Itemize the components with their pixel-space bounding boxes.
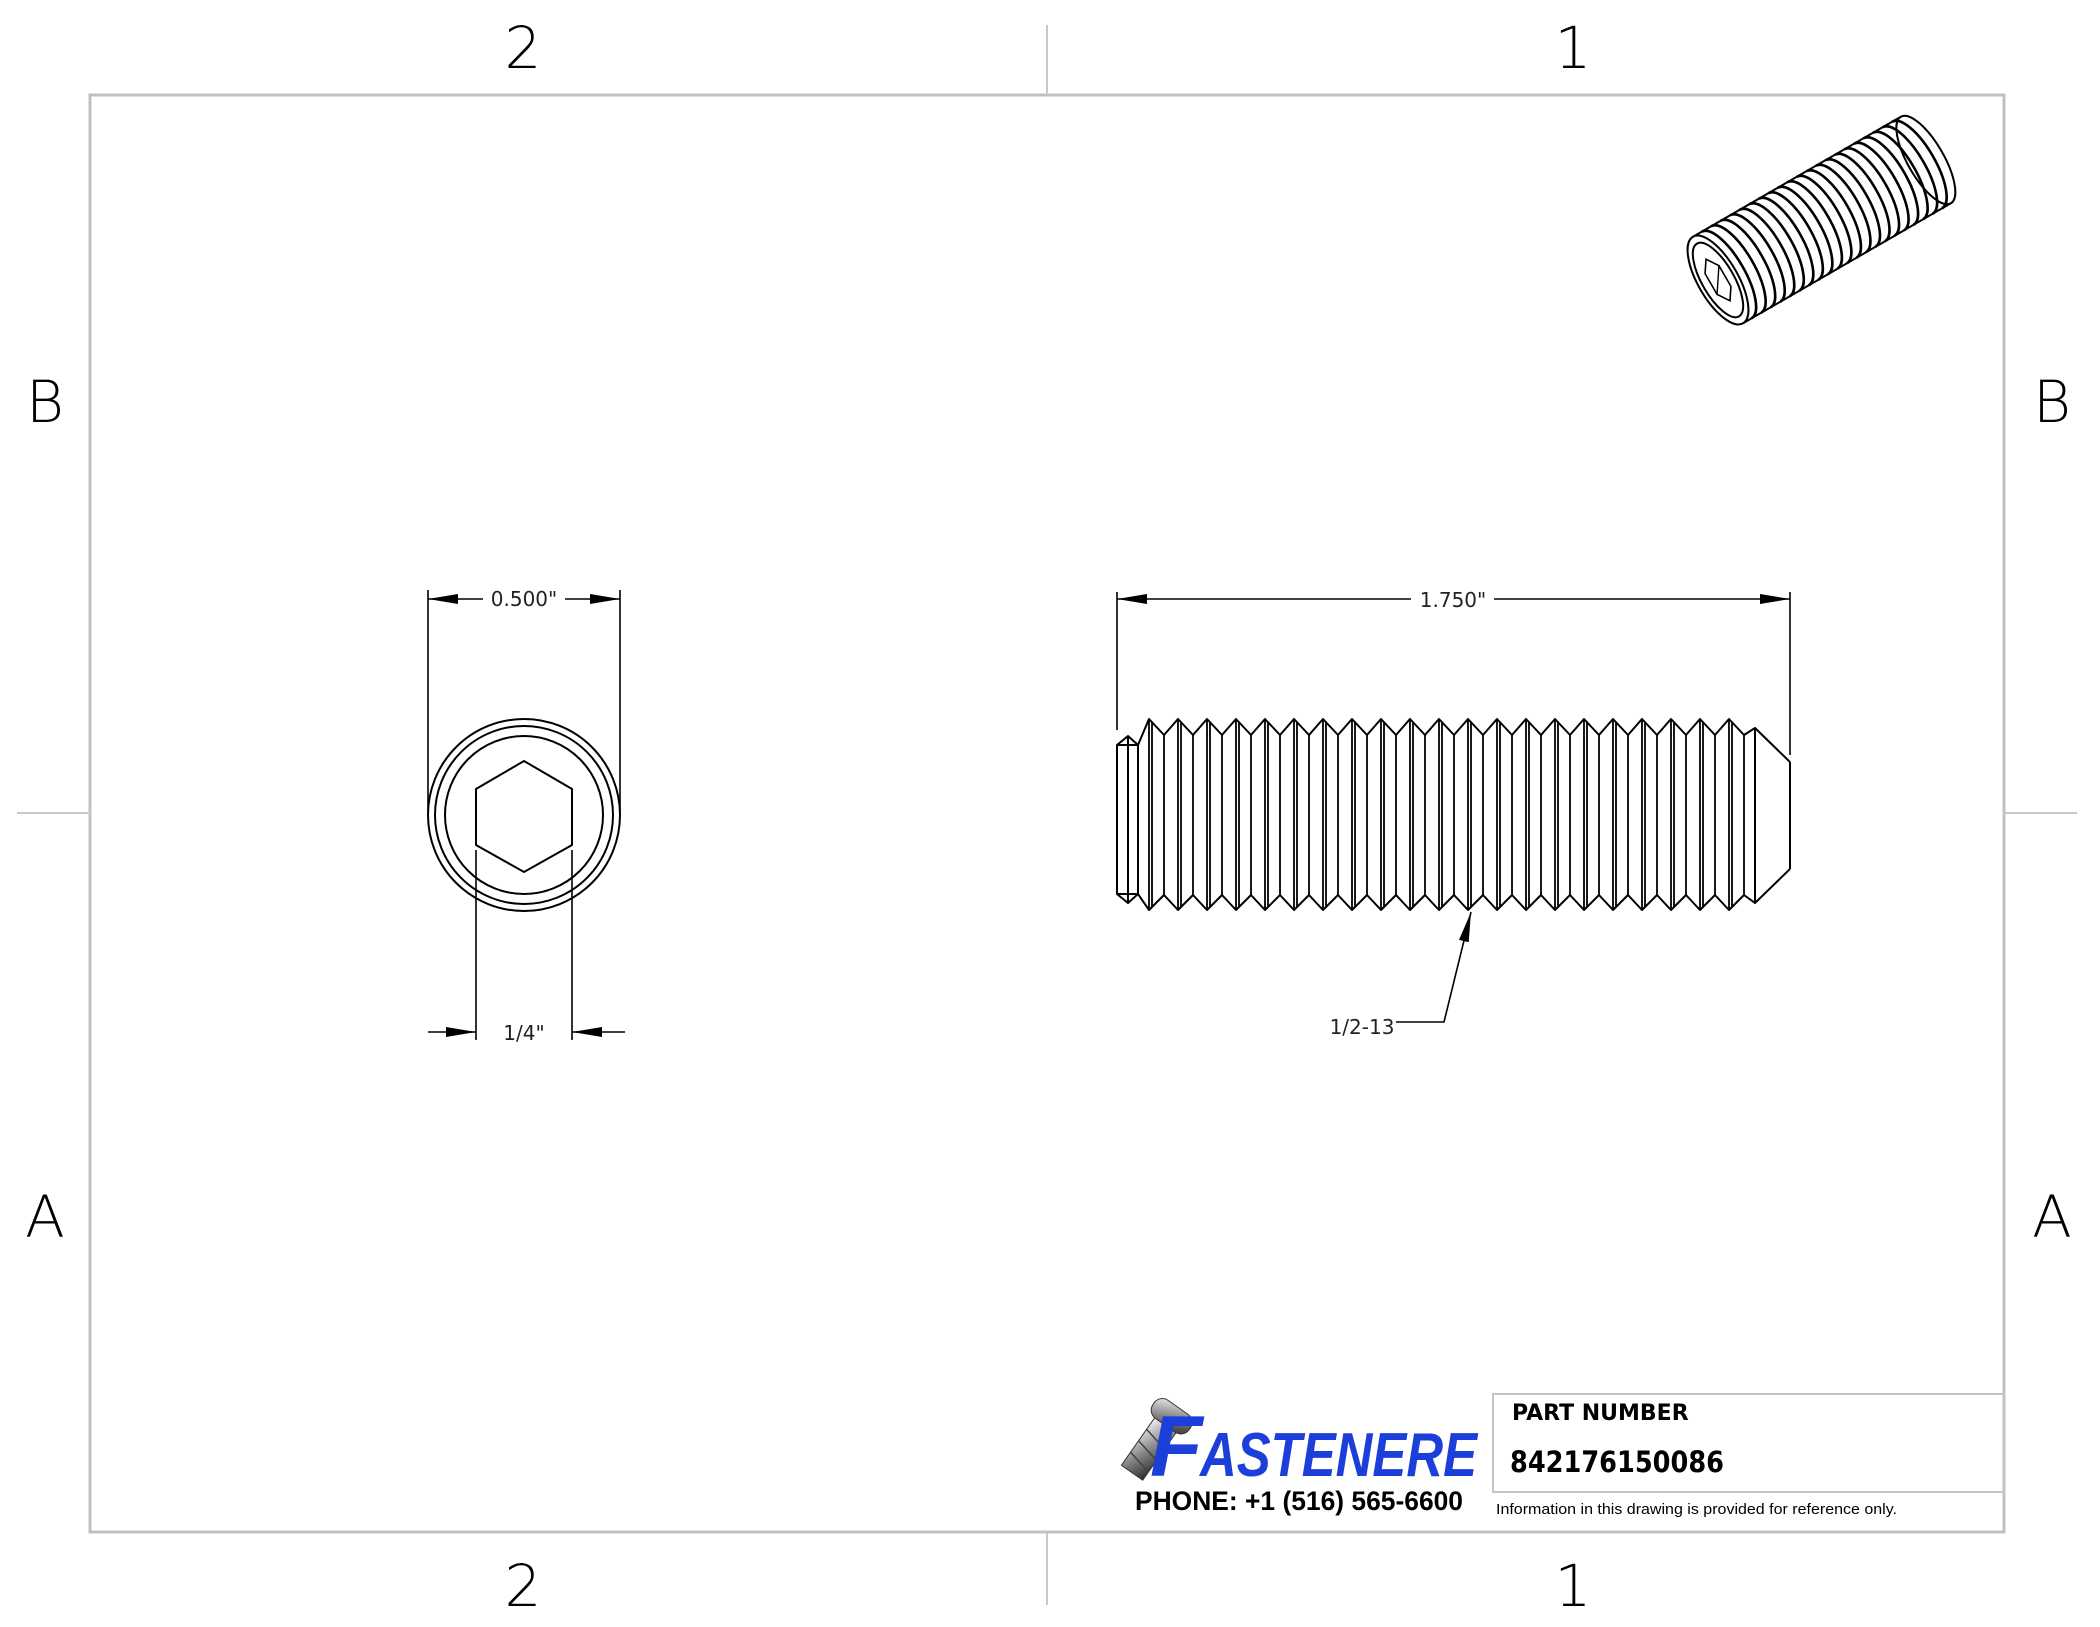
logo-text: ASTENERE xyxy=(1198,1421,1478,1490)
zone-row-left-b: B xyxy=(26,368,64,436)
hex-socket-icon xyxy=(475,759,573,874)
zone-col-top-2: 2 xyxy=(505,14,542,82)
dimension-outer-diameter: 0.500" xyxy=(491,587,557,611)
side-view xyxy=(1116,592,1791,1023)
disclaimer-text: Information in this drawing is provided … xyxy=(1496,1501,1897,1518)
dimension-hex-socket: 1/4" xyxy=(503,1021,544,1045)
logo-initial: F xyxy=(1150,1399,1205,1495)
thread-callout: 1/2-13 xyxy=(1330,1015,1395,1039)
zone-col-bottom-1: 1 xyxy=(1555,1552,1592,1620)
part-number-label: PART NUMBER xyxy=(1512,1401,1689,1426)
zone-labels: 2 1 2 1 B A B A xyxy=(25,14,2072,1620)
thread-lines xyxy=(1148,719,1745,910)
logo-bolt-icon xyxy=(1120,1398,1193,1481)
part-number-value: 842176150086 xyxy=(1510,1445,1724,1479)
sheet-frame xyxy=(17,25,2077,1605)
dimension-length: 1.750" xyxy=(1420,588,1486,612)
zone-row-left-a: A xyxy=(25,1183,65,1251)
iso-hex-socket-icon xyxy=(1704,257,1732,303)
zone-row-right-a: A xyxy=(2032,1183,2072,1251)
end-view xyxy=(427,590,625,1040)
title-block: F ASTENERE PHONE: +1 (516) 565-6600 PART… xyxy=(1120,1393,2005,1518)
zone-col-bottom-2: 2 xyxy=(505,1552,542,1620)
zone-col-top-1: 1 xyxy=(1555,14,1592,82)
zone-row-right-b: B xyxy=(2033,368,2071,436)
isometric-view xyxy=(1686,114,1957,326)
part-number-box xyxy=(1492,1393,2005,1493)
phone-number: PHONE: +1 (516) 565-6600 xyxy=(1135,1486,1463,1516)
